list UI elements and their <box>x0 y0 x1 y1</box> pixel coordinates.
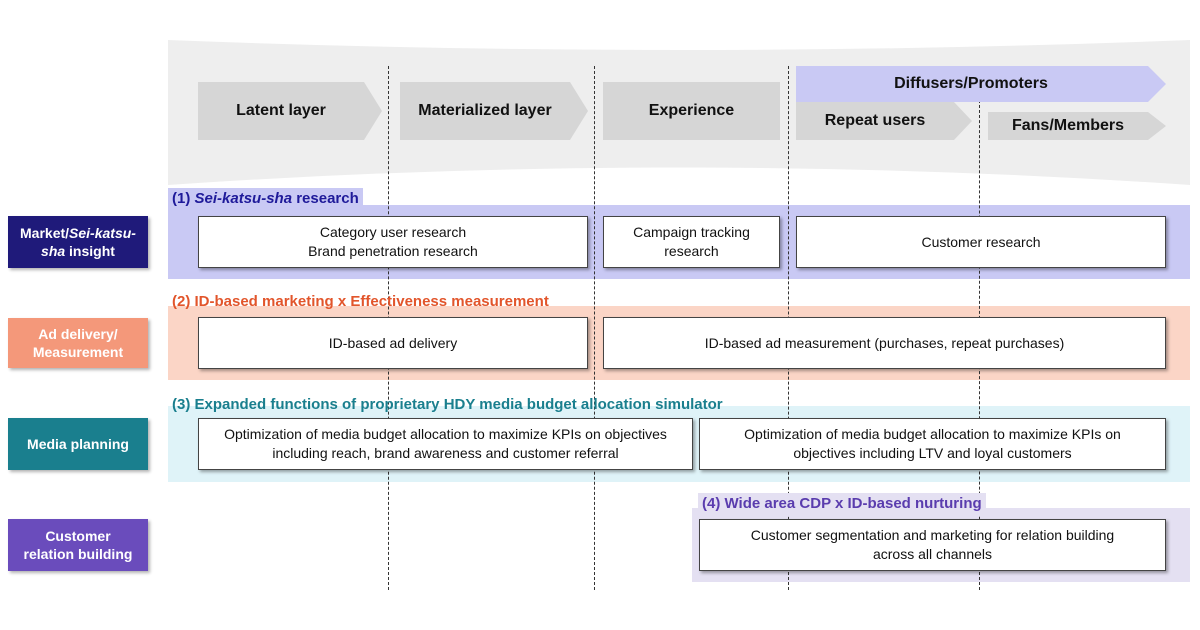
box-id-ad-measurement: ID-based ad measurement (purchases, repe… <box>603 317 1166 369</box>
box-customer-research: Customer research <box>796 216 1166 268</box>
box-media-optimization-ltv: Optimization of media budget allocation … <box>699 418 1166 470</box>
title-media: (3) Expanded functions of proprietary HD… <box>172 396 723 413</box>
stage-latent-label: Latent layer <box>236 102 326 119</box>
side-label-insight: Market/Sei-katsu-sha insight <box>8 216 148 268</box>
box-category-user-research: Category user research Brand penetration… <box>198 216 588 268</box>
stage-repeat: Repeat users <box>796 102 972 140</box>
side-label-ad: Ad delivery/ Measurement <box>8 318 148 368</box>
divider-2 <box>594 66 595 590</box>
box-campaign-tracking: Campaign tracking research <box>603 216 780 268</box>
title-crm: (4) Wide area CDP x ID-based nurturing <box>698 493 986 515</box>
stage-latent: Latent layer <box>198 82 382 140</box>
stage-diffusers-label: Diffusers/Promoters <box>894 75 1048 92</box>
side-label-media: Media planning <box>8 418 148 470</box>
box-id-ad-delivery: ID-based ad delivery <box>198 317 588 369</box>
title-insight: (1) Sei-katsu-sha research <box>168 188 363 210</box>
stage-experience: Experience <box>603 82 780 140</box>
title-ad: (2) ID-based marketing x Effectiveness m… <box>172 293 549 310</box>
stage-fans: Fans/Members <box>988 112 1166 140</box>
stage-diffusers: Diffusers/Promoters <box>796 66 1166 102</box>
stage-fans-label: Fans/Members <box>1011 117 1125 134</box>
stage-repeat-label: Repeat users <box>824 112 926 129</box>
stage-materialized-label: Materialized layer <box>418 102 552 119</box>
stage-experience-label: Experience <box>648 102 735 119</box>
box-customer-segmentation: Customer segmentation and marketing for … <box>699 519 1166 571</box>
side-label-crm: Customer relation building <box>8 519 148 571</box>
box-media-optimization-reach: Optimization of media budget allocation … <box>198 418 693 470</box>
stage-materialized: Materialized layer <box>400 82 588 140</box>
